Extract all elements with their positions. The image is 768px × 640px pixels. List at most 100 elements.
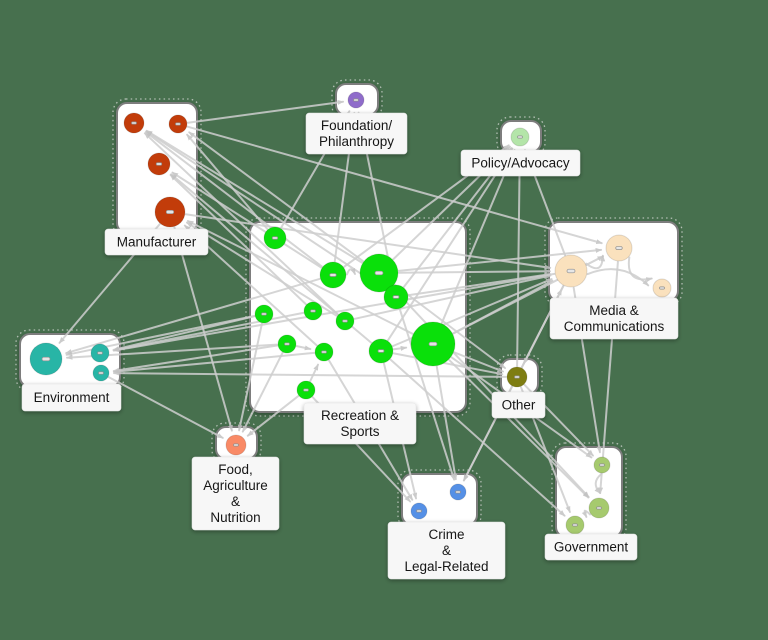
edge-r11-o1 [453,351,504,373]
group-label-box [460,149,581,177]
edge-r3-m1 [145,129,363,264]
edge-r2-m1 [144,131,323,268]
node-label-dash [514,375,520,379]
node-label-dash [233,443,239,447]
edge-m2-f1 [186,99,345,124]
node-label-dash [165,209,175,215]
node-label-dash [271,236,279,240]
node-label-dash [566,268,576,274]
group-label-box [491,391,546,419]
group-label-crime[interactable]: Crime&Legal-Related [387,521,506,580]
edge-r10-p1 [387,147,514,342]
group-label-text: Recreation &Sports [321,408,399,439]
group-label-other[interactable]: Other [491,391,546,419]
edge-r10-r11 [392,345,408,351]
edge-r7-m4 [186,221,338,317]
node-label-dash [321,350,327,354]
node-label-dash [155,162,163,166]
group-label-environment[interactable]: Environment [21,383,122,412]
edges-layer [58,99,653,518]
edge-o1-e3 [113,370,507,378]
group-label-text: Media &Communications [564,303,665,334]
node-label-dash [303,388,309,392]
edge-r4-c2 [398,308,456,481]
node-label-dash [416,509,422,513]
edge-r5-fa1 [237,322,263,432]
node-label-dash [428,341,438,347]
node-label-dash [342,319,348,323]
edge-g2-g3 [581,509,591,518]
nodes-layer [29,91,672,535]
edge-r2-m3 [171,171,323,269]
node-label-dash [329,273,337,277]
node-label-dash [659,286,665,290]
group-label-text: Environment [34,390,110,405]
edge-r8-fa1 [241,351,284,433]
edge-r7-mc1 [353,274,552,320]
edge-r3-g2 [391,286,590,498]
edge-mc1-mc2 [585,254,606,270]
group-label-box [21,383,122,412]
edge-r11-p1 [440,148,516,324]
group-label-government[interactable]: Government [544,533,638,561]
group-label-text: Other [502,398,536,413]
group-label-policy[interactable]: Policy/Advocacy [460,149,581,177]
group-label-box [549,297,679,340]
node-label-dash [377,349,385,353]
edge-r12-fa1 [246,395,300,437]
group-label-box [191,456,280,531]
group-label-box [544,533,638,561]
node-label-dash [261,312,267,316]
group-label-box [303,402,417,445]
group-label-text: Government [554,540,629,555]
node-label-dash [310,309,316,313]
edge-r4-m1 [145,130,387,291]
group-label-manufacturer[interactable]: Manufacturer [104,228,209,256]
node-label-dash [374,270,384,276]
edge-r12-r9 [309,363,319,382]
edge-r1-m2 [186,133,269,230]
edge-r3-mc2 [397,247,603,272]
group-label-text: Foundation/Philanthropy [319,118,394,149]
group-label-text: Crime&Legal-Related [404,527,488,574]
edge-mc1-mc3 [586,268,650,287]
group-label-box [305,112,408,155]
node-label-dash [353,98,359,102]
group-label-text: Food,Agriculture&Nutrition [203,462,268,525]
edge-r8-r9 [295,345,312,351]
node-label-dash [455,490,461,494]
edge-r10-o1 [392,352,504,376]
group-label-box [387,521,506,580]
edge-r4-mc1 [407,272,552,297]
group-label-text: Policy/Advocacy [471,156,570,171]
node-label-dash [572,523,578,527]
edge-r10-m3 [170,173,373,344]
edge-e3-fa1 [107,376,224,439]
group-label-foundation[interactable]: Foundation/Philanthropy [305,112,408,155]
group-outline-crime [397,469,482,530]
group-label-text: Manufacturer [117,235,197,250]
edge-mc2-mc3 [627,256,653,283]
edge-r8-e3 [112,344,279,373]
group-label-food[interactable]: Food,Agriculture&Nutrition [191,456,280,531]
edge-r2-r3 [346,267,356,276]
edge-m4-fa1 [173,226,233,432]
node-label-dash [284,342,290,346]
edge-r10-g3 [389,358,566,517]
node-label-dash [175,122,181,126]
edge-r6-e2 [112,311,305,352]
group-label-media[interactable]: Media &Communications [549,297,679,340]
group-label-recreation[interactable]: Recreation &Sports [303,402,417,445]
edge-m2-mc2 [186,125,603,245]
node-label-dash [392,295,400,299]
edge-r5-e2 [112,315,256,351]
group-label-box [104,228,209,256]
edge-r3-m2 [188,131,364,263]
node-label-dash [97,351,103,355]
edge-r2-e1 [65,277,321,355]
node-label-dash [599,463,605,467]
node-label-dash [41,356,51,362]
edge-r3-o1 [394,284,506,369]
